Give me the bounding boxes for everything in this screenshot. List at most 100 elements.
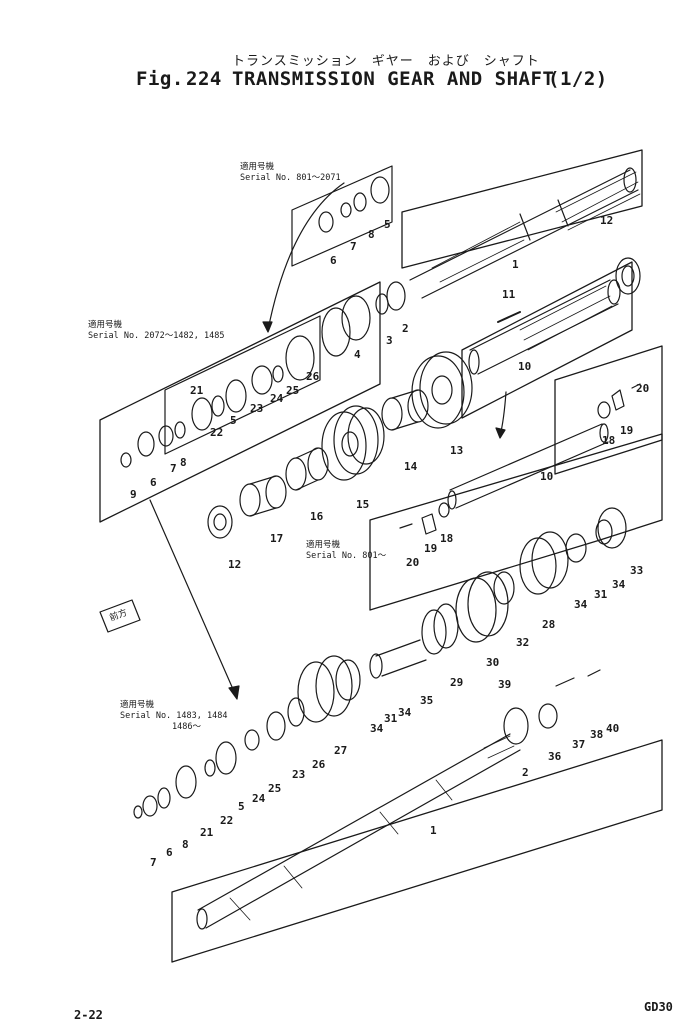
note-extra: 1486～: [172, 722, 201, 732]
callout-9: 9: [130, 488, 137, 501]
note-1483: 適用号機 Serial No. 1483, 1484 1486～: [120, 700, 227, 733]
serial-box-801-2071: [291, 165, 393, 267]
callout-24: 24: [270, 392, 284, 405]
note-serial: Serial No. 1483, 1484: [120, 711, 228, 721]
middle-lower-panel: [369, 433, 663, 611]
callout-17: 17: [270, 532, 284, 545]
callout-5b: 5: [230, 414, 237, 427]
callout-20: 20: [636, 382, 650, 395]
callout-24b: 24: [252, 792, 266, 805]
callout-7: 7: [350, 240, 357, 253]
title-english: TRANSMISSION GEAR AND SHAFT: [232, 68, 555, 90]
direction-tag-box: [99, 599, 141, 633]
callout-39: 39: [498, 678, 512, 691]
callout-1: 1: [512, 258, 519, 271]
shaft-10-upper: [468, 279, 621, 375]
sleeve-14: [381, 389, 429, 431]
callout-26b: 26: [312, 758, 326, 771]
figure-number: 224: [186, 68, 222, 90]
callout-19b: 19: [424, 542, 438, 555]
callout-34d: 34: [370, 722, 384, 735]
callout-26: 26: [306, 370, 320, 383]
callout-12b: 12: [228, 558, 242, 571]
callout-18b: 18: [440, 532, 454, 545]
mid-panel-parts: [399, 502, 450, 535]
callout-31: 31: [594, 588, 608, 601]
callout-21b: 21: [200, 826, 214, 839]
callout-11: 11: [502, 288, 516, 301]
lower-small-parts: [503, 669, 601, 745]
figure-label: Fig.: [136, 68, 184, 90]
note-2072: 適用号機 Serial No. 2072～1482, 1485: [88, 320, 224, 342]
callout-29: 29: [450, 676, 464, 689]
shaft-10-lower: [447, 423, 609, 510]
callout-8: 8: [368, 228, 375, 241]
serial-box-2072: [164, 315, 321, 455]
note-jp: 適用号機: [120, 700, 155, 710]
callout-16: 16: [310, 510, 324, 523]
bearing-12-upper: [615, 257, 641, 295]
callout-25b: 25: [268, 782, 282, 795]
callout-5: 5: [384, 218, 391, 231]
callout-6b: 6: [150, 476, 157, 489]
sleeve-17: [239, 475, 287, 517]
callout-6c: 6: [166, 846, 173, 859]
arrow-to-lower-assembly: [149, 499, 237, 697]
callout-31b: 31: [384, 712, 398, 725]
title-japanese: トランスミッション ギヤー および シャフト: [232, 54, 540, 69]
note-jp: 適用号機: [240, 162, 275, 172]
bearing-12-lower: [207, 505, 233, 539]
right-panel: [554, 345, 663, 475]
callout-35: 35: [420, 694, 434, 707]
callout-27: 27: [334, 744, 348, 757]
callout-15: 15: [356, 498, 370, 511]
note-serial: Serial No. 801～: [306, 551, 387, 561]
callout-40: 40: [606, 722, 620, 735]
callout-34b: 34: [574, 598, 588, 611]
note-jp: 適用号機: [306, 540, 341, 550]
arrow-to-serial-box: [267, 182, 345, 331]
callout-14: 14: [404, 460, 418, 473]
note-801-2071: 適用号機 Serial No. 801～2071: [240, 162, 341, 184]
callout-20b: 20: [406, 556, 420, 569]
hub-16: [285, 447, 329, 491]
model-code: GD30: [644, 1000, 673, 1014]
arrow-head-1: [262, 321, 273, 333]
lower-gears: [133, 507, 627, 819]
callout-3: 3: [386, 334, 393, 347]
callout-2: 2: [402, 322, 409, 335]
callout-12: 12: [600, 214, 614, 227]
note-serial: Serial No. 801～2071: [240, 173, 341, 183]
gear-15: [321, 405, 385, 481]
note-jp: 適用号機: [88, 320, 123, 330]
bottom-shaft-panel: [171, 739, 663, 963]
callout-38: 38: [590, 728, 604, 741]
note-801: 適用号機 Serial No. 801～: [306, 540, 386, 562]
callout-37: 37: [572, 738, 586, 751]
shaft10-panel: [461, 261, 633, 419]
callout-19: 19: [620, 424, 634, 437]
callout-21: 21: [190, 384, 204, 397]
callout-10: 10: [518, 360, 532, 373]
callout-28: 28: [542, 618, 556, 631]
arrow-head-3: [495, 427, 506, 439]
callout-30: 30: [486, 656, 500, 669]
callout-8b: 8: [180, 456, 187, 469]
callout-33: 33: [630, 564, 644, 577]
callout-10b: 10: [540, 470, 554, 483]
page-number: 2-22: [74, 1008, 103, 1022]
upper-shaft-panel: [401, 149, 643, 269]
upper-left-parts: [120, 281, 406, 468]
callout-5c: 5: [238, 800, 245, 813]
callout-4: 4: [354, 348, 361, 361]
callout-34: 34: [612, 578, 626, 591]
callout-23b: 23: [292, 768, 306, 781]
upper-shaft-part-1: [409, 167, 641, 299]
callout-18: 18: [602, 434, 616, 447]
callout-34c: 34: [398, 706, 412, 719]
gear-13: [411, 351, 473, 429]
callout-23: 23: [250, 402, 264, 415]
bottom-shaft-part-1: [196, 733, 521, 930]
callout-22: 22: [210, 426, 224, 439]
